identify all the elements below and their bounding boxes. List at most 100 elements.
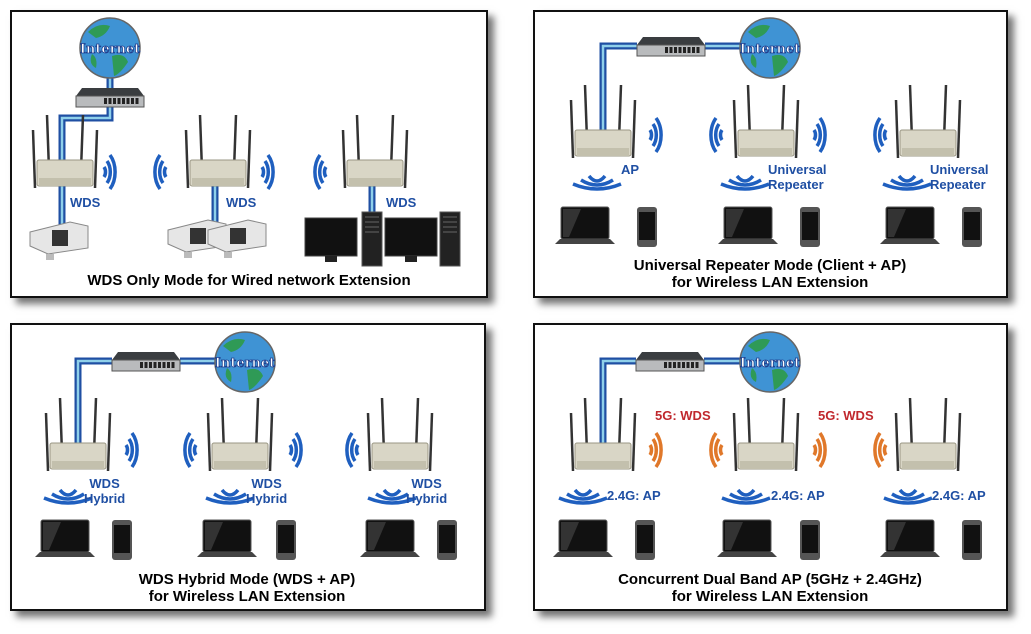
network-cable (599, 357, 636, 452)
wireless-signal-icon (648, 116, 663, 154)
access-point-icon (894, 397, 962, 472)
wireless-signal-icon (345, 431, 360, 469)
24g-ap-label: 2.4G: AP (771, 488, 825, 503)
panel-title: WDS Hybrid Mode (WDS + AP)for Wireless L… (17, 571, 477, 605)
wireless-signal-icon (873, 116, 888, 154)
network-cable (599, 42, 637, 140)
label-line: Hybrid (246, 491, 288, 506)
title-line: Concurrent Dual Band AP (5GHz + 2.4GHz) (618, 571, 922, 588)
access-point-icon (569, 397, 637, 472)
network-switch-icon (111, 352, 181, 372)
laptop-icon (555, 206, 615, 244)
access-point-icon (894, 84, 962, 159)
panel-title: Concurrent Dual Band AP (5GHz + 2.4GHz)f… (540, 571, 1000, 605)
wireless-signal-icon (124, 431, 139, 469)
svg-text:Internet: Internet (740, 356, 800, 371)
label-line: WDS (411, 476, 442, 491)
access-point-icon (184, 114, 252, 189)
wireless-signal-icon (883, 488, 933, 505)
label-line: Universal (768, 162, 827, 177)
internet-globe-icon: Internet (79, 17, 141, 79)
wds-label: WDS (386, 195, 417, 210)
network-switch-icon (635, 352, 705, 372)
label-line: Hybrid (84, 491, 126, 506)
network-switch-icon (75, 88, 145, 108)
label-line: Universal (930, 162, 989, 177)
security-camera-icon (29, 221, 89, 260)
wireless-signal-icon (205, 488, 255, 505)
smartphone-icon (276, 520, 296, 560)
wireless-signal-icon (721, 488, 771, 505)
wireless-signal-icon (572, 174, 622, 191)
svg-text:Internet: Internet (215, 356, 275, 371)
smartphone-icon (637, 207, 657, 247)
wireless-signal-icon (43, 488, 93, 505)
internet-globe-icon: Internet (739, 331, 801, 393)
network-switch-icon (636, 37, 706, 57)
wireless-signal-icon (183, 431, 198, 469)
24g-ap-label: 2.4G: AP (932, 488, 986, 503)
wireless-signal-icon (260, 153, 275, 191)
internet-globe-icon: Internet (739, 17, 801, 79)
label-line: WDS (251, 476, 282, 491)
wireless-signal-icon (367, 488, 417, 505)
smartphone-icon (962, 207, 982, 247)
smartphone-icon (112, 520, 132, 560)
access-point-icon (31, 114, 99, 189)
smartphone-icon (437, 520, 457, 560)
label-line: Repeater (930, 177, 986, 192)
title-line: for Wireless LAN Extension (671, 588, 869, 605)
5g-wds-label: 5G: WDS (818, 408, 874, 423)
access-point-icon (44, 397, 112, 472)
laptop-icon (35, 519, 95, 557)
smartphone-icon (800, 207, 820, 247)
smartphone-icon (800, 520, 820, 560)
wireless-signal-icon (720, 174, 770, 191)
ap-label: AP (621, 162, 640, 177)
internet-globe-icon: Internet (214, 331, 276, 393)
wds-label: WDS (226, 195, 257, 210)
smartphone-icon (962, 520, 982, 560)
laptop-icon (880, 519, 940, 557)
svg-text:Internet: Internet (80, 42, 140, 57)
desktop-tower-icon (439, 211, 461, 267)
title-line: for Wireless LAN Extension (148, 588, 346, 605)
24g-ap-label: 2.4G: AP (607, 488, 661, 503)
wireless-signal-icon (288, 431, 303, 469)
title-line: for Wireless LAN Extension (671, 274, 869, 291)
wireless-signal-icon (648, 431, 663, 469)
network-cable (74, 357, 112, 452)
wireless-signal-icon (812, 116, 827, 154)
access-point-icon (732, 397, 800, 472)
label-line: Hybrid (406, 491, 448, 506)
wireless-signal-icon (153, 153, 168, 191)
access-point-icon (366, 397, 434, 472)
access-point-icon (569, 84, 637, 159)
access-point-icon (732, 84, 800, 159)
wireless-signal-icon (709, 431, 724, 469)
wireless-signal-icon (882, 174, 932, 191)
laptop-icon (553, 519, 613, 557)
title-line: WDS Hybrid Mode (WDS + AP) (138, 571, 356, 588)
title-line: Universal Repeater Mode (Client + AP) (633, 257, 907, 274)
laptop-icon (718, 206, 778, 244)
label-line: Repeater (768, 177, 824, 192)
panel-title: WDS Only Mode for Wired network Extensio… (87, 272, 411, 289)
access-point-icon (206, 397, 274, 472)
wireless-signal-icon (313, 153, 328, 191)
smartphone-icon (635, 520, 655, 560)
label-line: WDS (89, 476, 120, 491)
laptop-icon (717, 519, 777, 557)
panel-title: Universal Repeater Mode (Client + AP)for… (540, 257, 1000, 291)
laptop-icon (197, 519, 257, 557)
desktop-tower-icon (361, 211, 383, 267)
security-camera-icon (207, 219, 267, 258)
wireless-signal-icon (812, 431, 827, 469)
